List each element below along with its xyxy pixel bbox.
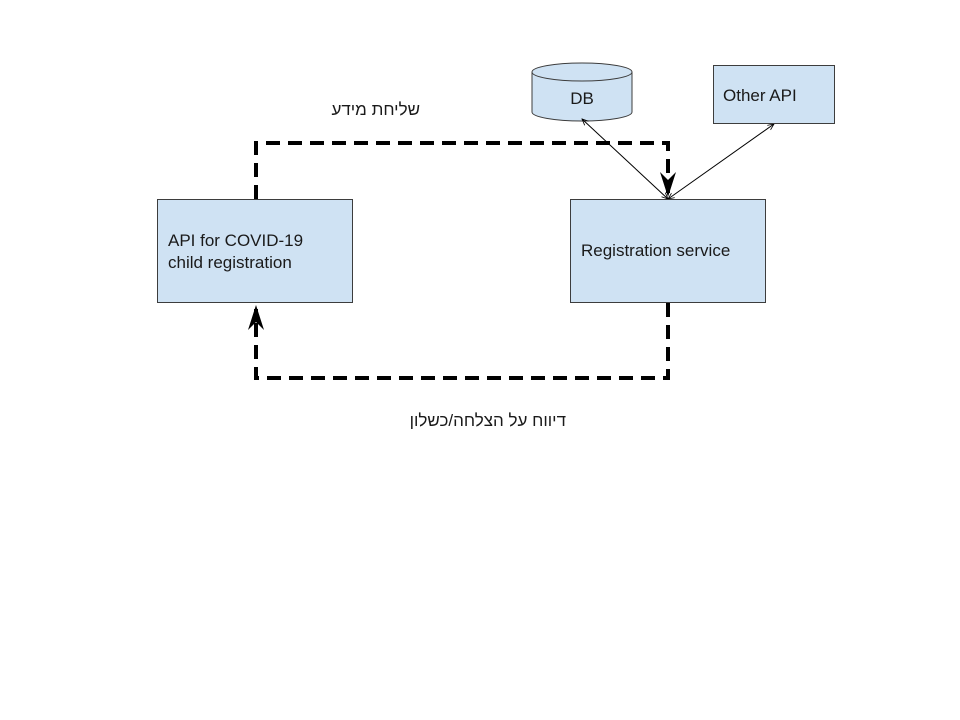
edge-report-result [254, 303, 670, 380]
db-cylinder[interactable] [531, 62, 633, 122]
edge-registration-db [582, 119, 668, 199]
node-registration-label: Registration service [581, 241, 731, 260]
node-other-api[interactable]: Other API [713, 65, 835, 124]
edge-registration-other-api [668, 124, 774, 199]
node-registration-service[interactable]: Registration service [570, 199, 766, 303]
node-api-covid-registration[interactable]: API for COVID-19 child registration [157, 199, 353, 303]
edge-report-result-label: דיווח על הצלחה/כשלון [409, 411, 566, 430]
edge-send-info [254, 141, 670, 199]
node-other-api-label: Other API [723, 86, 797, 105]
node-db-label: DB [570, 89, 594, 108]
node-api-label-line1: API for COVID-19 [168, 231, 304, 250]
node-api-label-line2: child registration [168, 253, 292, 272]
edge-send-info-label: שליחת מידע [331, 100, 420, 119]
arrowhead-report-result [248, 305, 264, 330]
